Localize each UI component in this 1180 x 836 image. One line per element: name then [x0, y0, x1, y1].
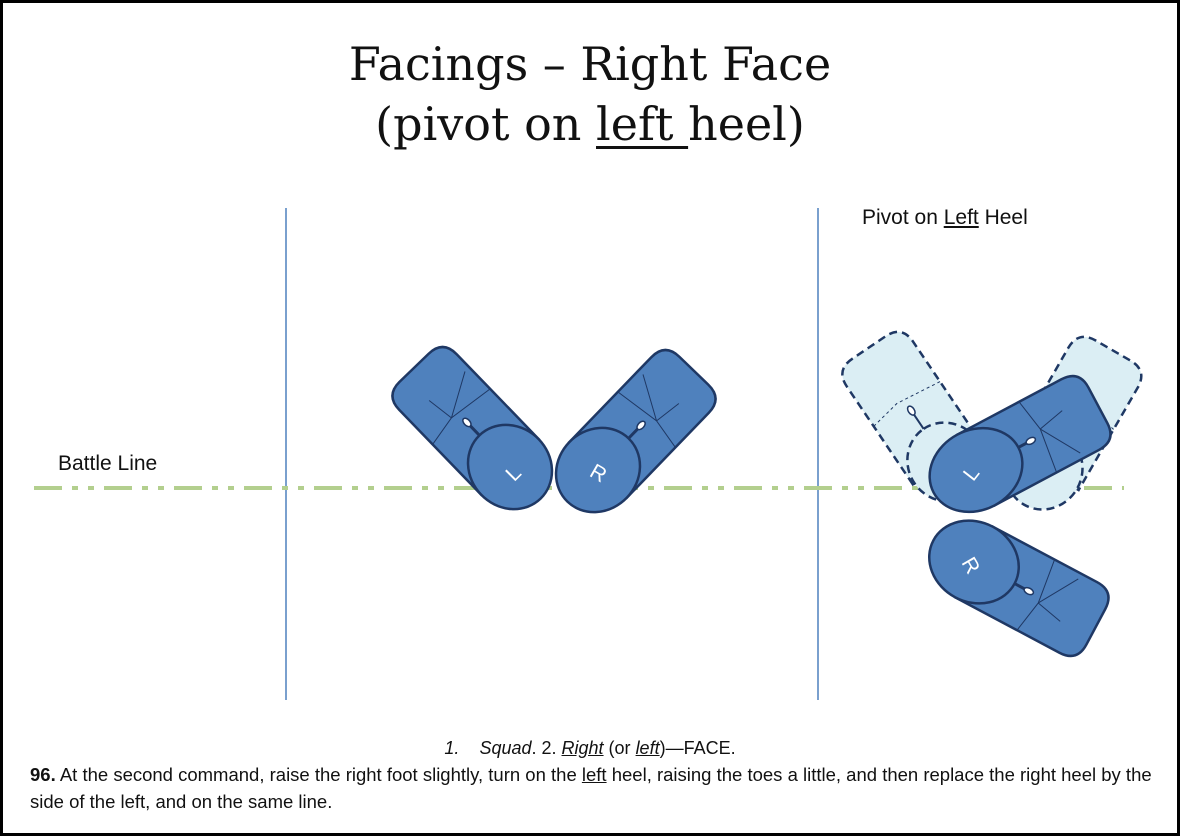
title-line-2: (pivot on left heel) — [0, 94, 1180, 154]
paragraph-number: 96. — [30, 764, 56, 785]
pivot-label-underlined: Left — [943, 206, 979, 229]
paragraph-underlined: left — [581, 764, 607, 785]
title-line-2-suffix: heel) — [688, 97, 805, 151]
left-foot-start — [391, 345, 554, 511]
title-line-1: Facings – Right Face — [348, 37, 832, 91]
caption-or: (or — [603, 738, 636, 758]
pivot-label-suffix: Heel — [978, 206, 1028, 229]
caption-left: left — [635, 738, 660, 758]
paragraph-text-a: At the second command, raise the right f… — [55, 764, 582, 785]
title-line-2-prefix: (pivot on — [375, 97, 597, 151]
battle-line-label: Battle Line — [58, 452, 158, 475]
caption-right: Right — [561, 738, 604, 758]
caption-face: )—FACE. — [659, 738, 736, 758]
caption-number-1: 1. — [444, 738, 460, 758]
pivot-label: Pivot on Left Heel — [862, 206, 1028, 230]
caption-squad: Squad — [479, 738, 532, 758]
caption-number-2: . 2. — [531, 738, 562, 758]
left-foot-pivoted — [928, 374, 1112, 514]
slide-title: Facings – Right Face (pivot on left heel… — [0, 34, 1180, 154]
command-caption: 1. Squad. 2. Right (or left)—FACE. — [0, 738, 1180, 759]
right-foot-start — [554, 348, 717, 514]
title-underlined-word: left — [596, 97, 689, 151]
instruction-paragraph: 96. At the second command, raise the rig… — [30, 761, 1160, 815]
paragraph-text-b: heel, raising the toes a little, and the… — [30, 764, 1152, 812]
right-foot-pivoted — [928, 519, 1110, 658]
pivot-label-prefix: Pivot on — [862, 206, 944, 229]
